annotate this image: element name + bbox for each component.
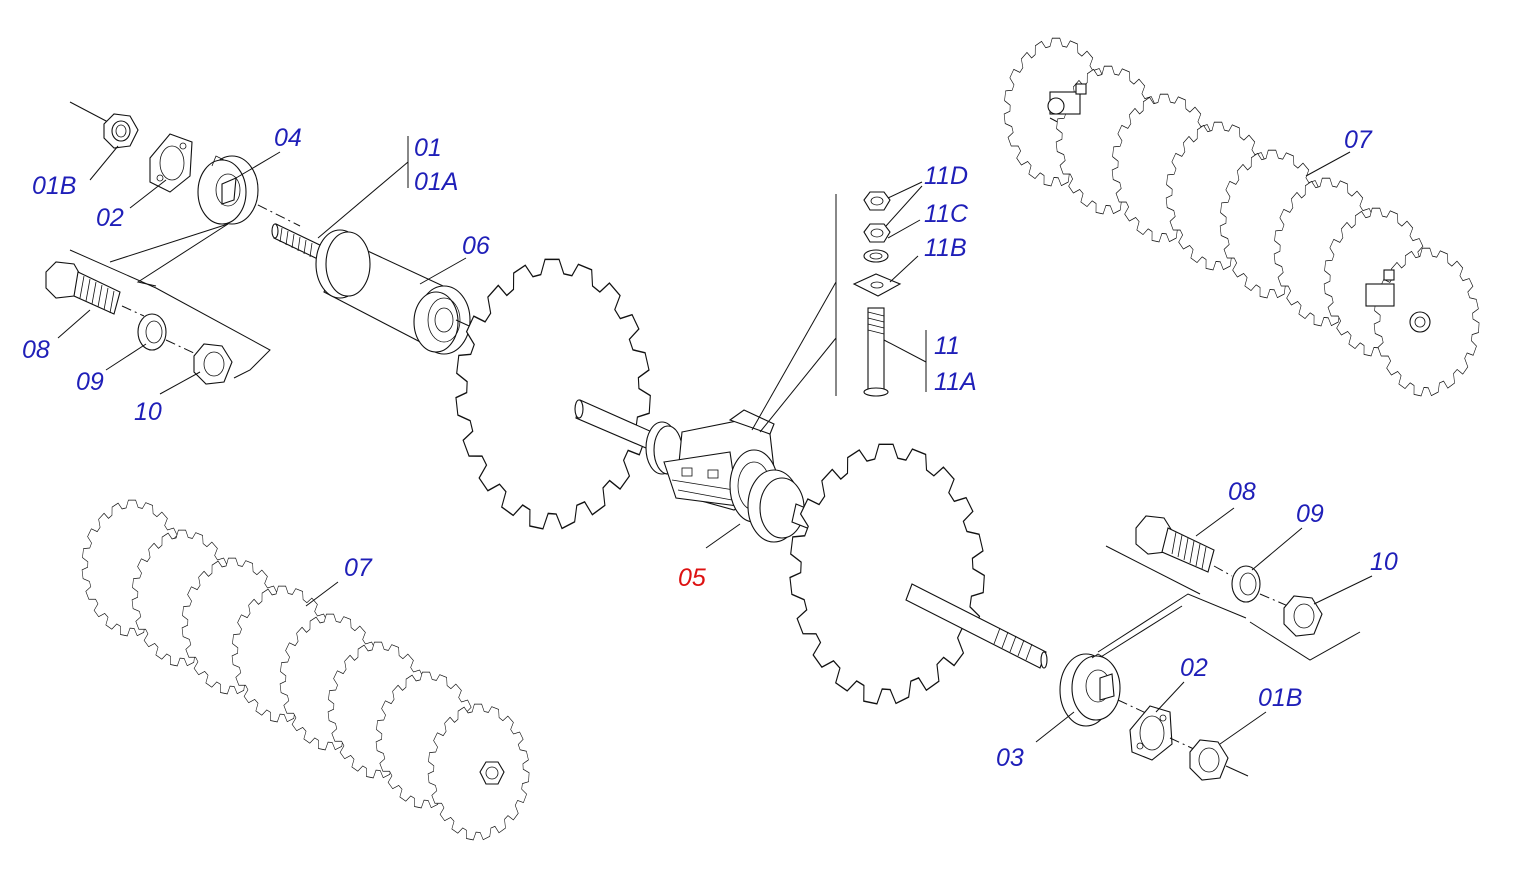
label-09-bottom: 09	[1296, 500, 1324, 528]
label-01b-top: 01B	[32, 172, 76, 200]
label-01a: 01A	[414, 168, 458, 196]
bearing-hub-05-icon	[645, 409, 805, 543]
top-left-assembly	[45, 101, 501, 385]
label-02-top: 02	[96, 204, 124, 232]
nut-10-top-icon	[193, 343, 233, 385]
label-11d: 11D	[924, 162, 968, 190]
label-11a: 11A	[934, 368, 977, 396]
label-04: 04	[274, 124, 302, 152]
flange-02-bottom-icon	[1129, 705, 1173, 761]
label-05: 05	[678, 564, 706, 592]
nut-01b-bottom-icon	[1189, 739, 1229, 781]
bearing-housing-04-icon	[197, 155, 259, 225]
label-06: 06	[462, 232, 490, 260]
part-labels: 01B 02 04 01 01A 06 08 09 10 11D 11C 11B…	[22, 124, 1398, 772]
leader-lines-right	[705, 507, 1373, 745]
label-11c: 11C	[924, 200, 969, 228]
leader-lines-top-left	[57, 136, 467, 395]
bottom-right-assembly	[1059, 515, 1361, 781]
label-11: 11	[934, 332, 960, 360]
bolt-08-bottom-icon	[1135, 515, 1215, 573]
nut-11d-icon	[863, 191, 891, 211]
label-02-bottom: 02	[1180, 654, 1208, 682]
label-03: 03	[996, 744, 1024, 772]
label-07-top: 07	[1344, 126, 1373, 154]
gang-hub-right-icon	[1365, 269, 1431, 333]
label-07-bottom: 07	[344, 554, 373, 582]
label-10-top: 10	[134, 398, 162, 426]
nut-01b-top-icon	[103, 113, 139, 149]
label-10-bottom: 10	[1370, 548, 1398, 576]
label-01b-bottom: 01B	[1258, 684, 1302, 712]
flange-02-top-icon	[149, 133, 193, 193]
bearing-housing-03-icon	[1059, 653, 1121, 727]
washer-09-top-icon	[137, 313, 167, 351]
bolt-11-icon	[863, 307, 889, 397]
label-11b: 11B	[924, 234, 967, 262]
disc-gang-07-bottom	[78, 495, 533, 845]
central-assembly	[448, 249, 1048, 714]
washer-09-bottom-icon	[1231, 565, 1261, 603]
washer-11b-icon	[863, 249, 889, 263]
bolt-assembly-11	[751, 181, 927, 433]
spacer-tube-06-icon	[315, 229, 501, 355]
nut-11c-icon	[863, 223, 891, 243]
plate-11b-icon	[852, 273, 902, 297]
label-08-bottom: 08	[1228, 478, 1256, 506]
gang-bottom-nut-icon	[479, 761, 505, 785]
gang-hub-left-icon	[1047, 83, 1087, 115]
nut-10-bottom-icon	[1283, 595, 1323, 637]
bolt-08-top-icon	[45, 261, 121, 315]
label-08-top: 08	[22, 336, 50, 364]
label-09-top: 09	[76, 368, 104, 396]
disc-gang-07-top	[1000, 32, 1483, 402]
label-01: 01	[414, 134, 442, 162]
